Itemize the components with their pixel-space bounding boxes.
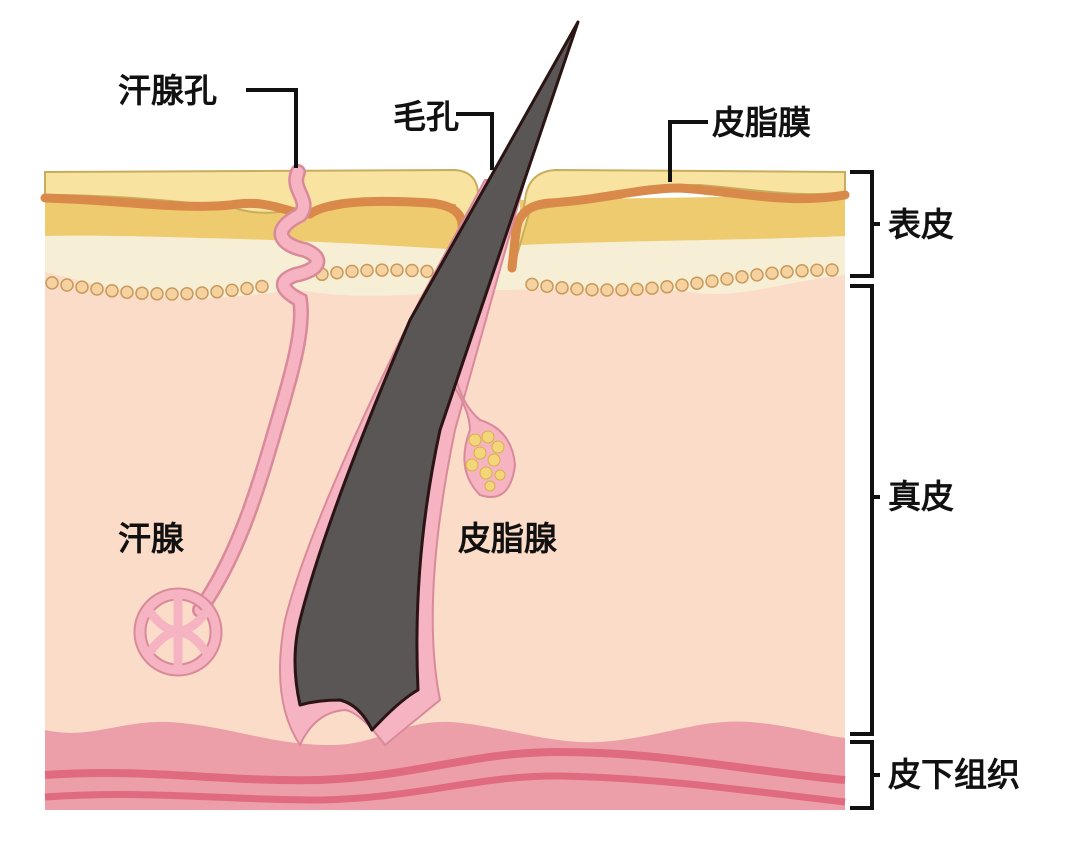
label-dermis: 真皮 bbox=[888, 477, 954, 516]
basal-cell-dot bbox=[795, 264, 809, 278]
label-sebum-film: 皮脂膜 bbox=[712, 103, 811, 142]
basal-cell-dot bbox=[705, 274, 719, 288]
leader-lines bbox=[246, 88, 708, 182]
sebaceous-cells bbox=[465, 430, 506, 492]
subcutaneous-bracket bbox=[850, 740, 880, 810]
basal-cell-dot bbox=[645, 281, 659, 295]
basal-cell-dot bbox=[150, 287, 164, 301]
basal-cell-dot bbox=[75, 280, 89, 294]
label-sweat-pore: 汗腺孔 bbox=[118, 71, 217, 110]
basal-cell-dot bbox=[60, 278, 74, 292]
basal-cell-dot bbox=[225, 283, 239, 298]
blood-vessel-2 bbox=[44, 772, 846, 806]
basal-cell-dot bbox=[825, 263, 839, 277]
basal-cell-dot bbox=[540, 279, 554, 293]
basal-cell-dot bbox=[45, 276, 59, 290]
basal-cell-dot bbox=[255, 279, 269, 294]
basal-cell-dot bbox=[180, 286, 194, 301]
basal-cell-dot bbox=[210, 285, 224, 299]
basal-cell-dot bbox=[585, 282, 599, 297]
basal-cell-dot bbox=[735, 270, 749, 284]
basal-cell-dot bbox=[630, 282, 644, 297]
basal-cell-dot bbox=[555, 281, 569, 295]
basal-cell-dot bbox=[405, 263, 419, 278]
basal-cell-dot bbox=[375, 263, 389, 277]
hair-pore-leader bbox=[456, 112, 494, 170]
basal-cell-dot bbox=[675, 278, 689, 292]
basal-cell-dot bbox=[390, 263, 404, 277]
dermis-bracket bbox=[850, 284, 880, 736]
basal-cell-dot bbox=[345, 264, 359, 279]
hair-shaft bbox=[293, 20, 580, 732]
sweat-gland-duct-inner bbox=[194, 166, 323, 616]
basal-cell-dot bbox=[570, 282, 584, 296]
epidermis-bracket bbox=[850, 170, 880, 278]
basal-cell-dot bbox=[120, 285, 134, 299]
basal-cell-dot bbox=[600, 283, 614, 297]
label-sebaceous-gland: 皮脂腺 bbox=[458, 519, 557, 558]
sweat-pore-leader bbox=[246, 88, 298, 168]
basal-cell-dot bbox=[720, 272, 734, 286]
basal-cell-dot bbox=[780, 265, 794, 279]
basal-cell-dot bbox=[360, 263, 374, 278]
label-hair-pore: 毛孔 bbox=[393, 97, 459, 136]
basal-cell-row bbox=[45, 263, 839, 301]
sebum-film-leader bbox=[668, 120, 708, 182]
sweat-gland-coil-inner bbox=[135, 589, 221, 675]
basal-cell-dot bbox=[105, 284, 119, 298]
basal-cell-dot bbox=[810, 263, 824, 277]
basal-cell-dot bbox=[420, 264, 434, 279]
basal-cell-dot bbox=[525, 277, 539, 292]
basal-cell-dot bbox=[615, 283, 629, 297]
basal-cell-dot bbox=[135, 286, 149, 300]
basal-cell-dot bbox=[330, 265, 344, 280]
blood-vessel-1 bbox=[44, 747, 846, 785]
basal-cell-dot bbox=[750, 268, 764, 282]
layer-brackets bbox=[850, 170, 880, 810]
label-subcutaneous: 皮下组织 bbox=[888, 755, 1020, 794]
basal-cell-dot bbox=[765, 266, 779, 280]
basal-cell-dot bbox=[690, 276, 704, 290]
basal-cell-dot bbox=[165, 287, 179, 301]
label-epidermis: 表皮 bbox=[888, 205, 954, 244]
basal-cell-dot bbox=[240, 281, 254, 296]
label-sweat-gland: 汗腺 bbox=[118, 519, 184, 558]
basal-cell-dot bbox=[90, 282, 104, 296]
basal-cell-dot bbox=[195, 286, 209, 300]
granular-layer-right bbox=[520, 195, 845, 245]
orange-band-right bbox=[507, 183, 850, 273]
basal-cell-dot bbox=[660, 280, 674, 294]
